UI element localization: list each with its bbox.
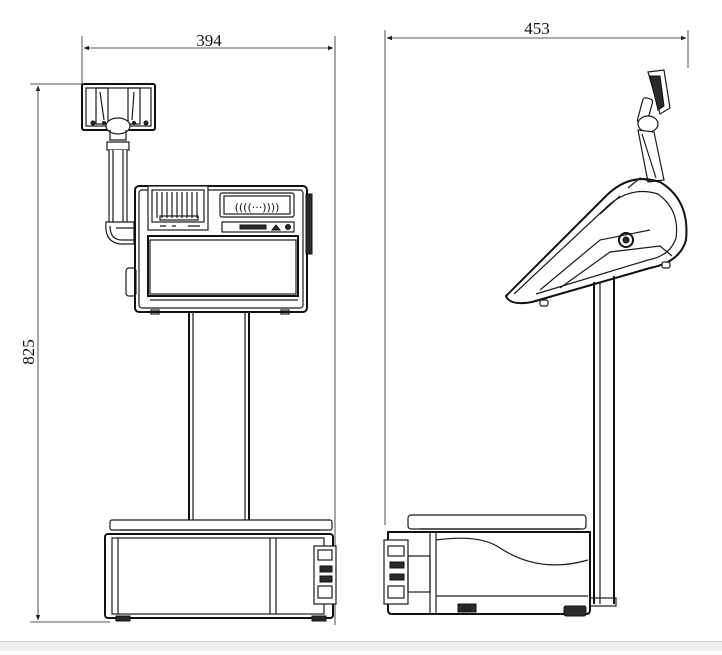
side-view bbox=[383, 69, 688, 617]
front-pole bbox=[188, 313, 250, 520]
head-unit-side bbox=[504, 177, 688, 307]
customer-display-side bbox=[636, 69, 671, 183]
front-width-label: 394 bbox=[196, 31, 222, 50]
weighing-base-side bbox=[383, 514, 617, 617]
nfc-symbol-icon: ((((···)))) bbox=[235, 201, 280, 214]
weighing-base-front bbox=[104, 519, 337, 622]
dimension-front-width: 394 bbox=[81, 31, 336, 625]
head-unit-front: ((((···)))) bbox=[134, 185, 313, 315]
dimension-side-depth: 453 bbox=[384, 19, 689, 525]
front-view: ((((···)))) bbox=[81, 83, 337, 622]
side-depth-label: 453 bbox=[524, 19, 550, 38]
dimension-total-height: 825 bbox=[19, 83, 110, 623]
bottom-rule bbox=[0, 641, 722, 651]
side-pole bbox=[593, 276, 615, 604]
customer-display bbox=[81, 83, 156, 141]
display-arm bbox=[105, 141, 137, 297]
total-height-label: 825 bbox=[19, 339, 38, 365]
